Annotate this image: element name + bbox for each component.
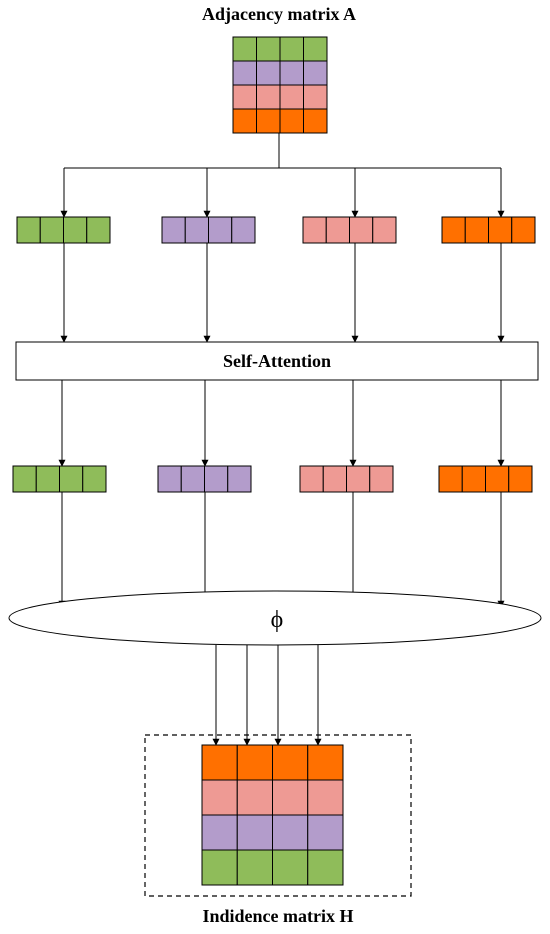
adjacency-matrix (232, 36, 328, 134)
adjacency-row-purple-cell (232, 60, 257, 86)
attended-vector-green-cell (35, 465, 60, 493)
attended-vectors-row (12, 465, 533, 493)
adjacency-row-pink-cell (232, 84, 257, 110)
attended-vector-green (12, 465, 107, 493)
input-vector-purple (161, 216, 256, 244)
self-attention-block: Self-Attention (15, 341, 539, 381)
input-vector-pink-cell (302, 216, 327, 244)
input-vector-green-cell (86, 216, 111, 244)
attended-vector-purple-cell (227, 465, 252, 493)
self-attention-box (15, 341, 539, 381)
adjacency-row-purple-cell (279, 60, 304, 86)
adjacency-row-green-cell (232, 36, 257, 62)
input-vector-purple-cell (231, 216, 256, 244)
incidence-row-pink (201, 779, 344, 816)
adjacency-row-purple (232, 60, 328, 86)
adjacency-row-orange (232, 108, 328, 134)
incidence-row-orange-cell (236, 744, 273, 781)
flow-arrows (58, 168, 505, 746)
attended-vector-purple (157, 465, 252, 493)
incidence-row-green (201, 849, 344, 886)
incidence-matrix-title: Indidence matrix H (203, 906, 354, 926)
input-vector-purple-cell (161, 216, 186, 244)
input-vector-green-cell (63, 216, 88, 244)
incidence-row-purple-cell (201, 814, 238, 851)
phi-block: ϕ (8, 590, 542, 646)
adjacency-row-pink-cell (279, 84, 304, 110)
adjacency-row-green-cell (256, 36, 281, 62)
attended-vector-green-cell (59, 465, 84, 493)
incidence-row-pink-cell (307, 779, 344, 816)
adjacency-row-pink (232, 84, 328, 110)
adjacency-row-green-cell (279, 36, 304, 62)
input-vector-pink-cell (325, 216, 350, 244)
attended-vector-orange-cell (485, 465, 510, 493)
input-vector-green-cell (16, 216, 41, 244)
incidence-row-green-cell (307, 849, 344, 886)
input-vector-green-cell (39, 216, 64, 244)
attended-vector-orange (438, 465, 533, 493)
attended-vector-orange-cell (508, 465, 533, 493)
input-vector-orange-cell (488, 216, 513, 244)
input-vectors-row (16, 216, 536, 244)
incidence-row-green-cell (201, 849, 238, 886)
incidence-matrix (201, 744, 344, 886)
input-vector-green (16, 216, 111, 244)
attended-vector-orange-cell (438, 465, 463, 493)
adjacency-row-purple-cell (303, 60, 328, 86)
attended-vector-pink-cell (346, 465, 371, 493)
incidence-row-purple-cell (236, 814, 273, 851)
incidence-row-orange-cell (201, 744, 238, 781)
incidence-row-pink-cell (236, 779, 273, 816)
incidence-row-orange (201, 744, 344, 781)
adjacency-row-green (232, 36, 328, 62)
incidence-row-green-cell (272, 849, 309, 886)
attended-vector-green-cell (82, 465, 107, 493)
adjacency-matrix-title: Adjacency matrix A (202, 4, 356, 24)
incidence-row-pink-cell (201, 779, 238, 816)
input-vector-purple-cell (184, 216, 209, 244)
incidence-row-purple (201, 814, 344, 851)
input-vector-orange-cell (511, 216, 536, 244)
incidence-row-pink-cell (272, 779, 309, 816)
attended-vector-pink-cell (322, 465, 347, 493)
attended-vector-purple-cell (157, 465, 182, 493)
attended-vector-purple-cell (204, 465, 229, 493)
attended-vector-pink-cell (369, 465, 394, 493)
input-vector-purple-cell (208, 216, 233, 244)
adjacency-row-orange-cell (279, 108, 304, 134)
phi-label: ϕ (271, 607, 284, 633)
adjacency-row-orange-cell (256, 108, 281, 134)
incidence-row-purple-cell (272, 814, 309, 851)
adjacency-row-pink-cell (256, 84, 281, 110)
incidence-matrix-frame (144, 734, 412, 897)
attended-vector-green-cell (12, 465, 37, 493)
input-vector-orange (441, 216, 536, 244)
adjacency-row-purple-cell (256, 60, 281, 86)
attended-vector-purple-cell (180, 465, 205, 493)
attended-vector-orange-cell (461, 465, 486, 493)
incidence-row-orange-cell (272, 744, 309, 781)
input-vector-orange-cell (464, 216, 489, 244)
phi-ellipse (8, 590, 542, 646)
incidence-row-green-cell (236, 849, 273, 886)
incidence-row-orange-cell (307, 744, 344, 781)
input-vector-pink-cell (349, 216, 374, 244)
self-attention-label: Self-Attention (223, 351, 331, 371)
adjacency-row-orange-cell (232, 108, 257, 134)
attended-vector-pink (299, 465, 394, 493)
incidence-row-purple-cell (307, 814, 344, 851)
input-vector-pink (302, 216, 397, 244)
split-connectors (64, 133, 501, 169)
attended-vector-pink-cell (299, 465, 324, 493)
input-vector-pink-cell (372, 216, 397, 244)
adjacency-row-orange-cell (303, 108, 328, 134)
adjacency-row-pink-cell (303, 84, 328, 110)
input-vector-orange-cell (441, 216, 466, 244)
adjacency-row-green-cell (303, 36, 328, 62)
